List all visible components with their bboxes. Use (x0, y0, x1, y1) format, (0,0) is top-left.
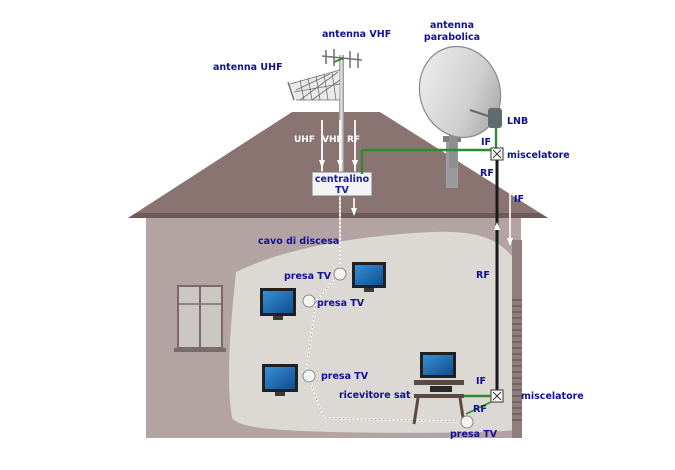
rf-label-right-top: RF (480, 168, 494, 179)
antenna-parabolica-label-1: antenna (430, 20, 474, 31)
lnb-icon (488, 108, 502, 128)
house-window (174, 285, 226, 352)
rf-label-middle: RF (476, 270, 490, 281)
miscelatore-top (490, 147, 504, 161)
vhf-antenna-icon (321, 49, 363, 68)
satellite-receiver-icon (430, 386, 452, 392)
presa-tv-label-2: presa TV (317, 298, 365, 309)
centralino-label-1: centralino (315, 174, 370, 185)
sat-if-cable (360, 128, 498, 174)
centralino-label-2: TV (335, 185, 349, 196)
antenna-vhf-label: antenna VHF (322, 29, 391, 40)
if-label-bottom: IF (476, 376, 486, 387)
satellite-dish-icon (418, 45, 502, 168)
antenna-parabolica-label-2: parabolica (424, 32, 480, 43)
presa-tv-outlet (333, 267, 347, 281)
cavo-di-discesa-label: cavo di discesa (258, 236, 339, 247)
if-label-down: IF (514, 194, 524, 205)
rf-label-bottom: RF (473, 404, 487, 415)
presa-tv-label-3: presa TV (321, 371, 369, 382)
antenna-uhf-label: antenna UHF (213, 62, 283, 73)
tv-set-icon (260, 288, 296, 320)
uhf-cable-label: UHF (294, 135, 315, 145)
antenna-mast (339, 55, 344, 175)
rf-cable-label: RF (347, 135, 360, 145)
tv-set-icon (352, 262, 386, 292)
wall-vent (512, 299, 522, 421)
presa-tv-outlet (302, 294, 316, 308)
presa-tv-outlet (460, 415, 474, 429)
house-roof (128, 112, 548, 218)
interior-room (229, 231, 515, 433)
roof-shadow (128, 213, 548, 218)
presa-tv-label-1: presa TV (284, 271, 332, 282)
miscelatore-bottom (490, 389, 504, 403)
uhf-antenna-icon (287, 69, 341, 101)
presa-tv-label-4: presa TV (450, 429, 498, 440)
tv-set-icon (262, 364, 298, 396)
ricevitore-sat-label: ricevitore sat (339, 390, 411, 401)
centralino-tv: centralino TV (311, 171, 373, 197)
miscelatore-bottom-label: miscelatore (521, 391, 584, 402)
lnb-label: LNB (507, 116, 528, 127)
if-label-top: IF (481, 137, 491, 148)
tv-set-icon (420, 352, 456, 378)
miscelatore-top-label: miscelatore (507, 150, 570, 161)
vhf-cable-label: VHF (322, 135, 343, 145)
presa-tv-outlet (302, 369, 316, 383)
